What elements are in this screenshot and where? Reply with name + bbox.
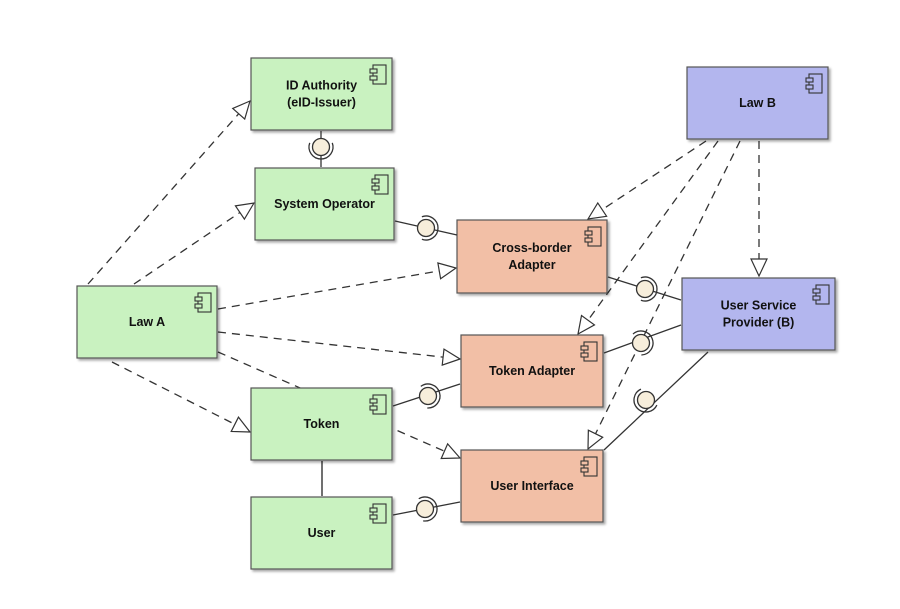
component-law-b[interactable]: Law B [686,66,829,140]
component-label: System Operator [274,197,375,211]
component-system-operator[interactable]: System Operator [254,167,395,241]
component-label: Token Adapter [489,364,575,378]
component-label: ID Authority [286,79,357,93]
component-law-a[interactable]: Law A [76,285,218,359]
dependency-law_a-to-cross_border_adapter [217,262,458,310]
dependency-law_a-to-user_interface [217,351,462,460]
interface-id_authority-to-system_operator [308,131,334,167]
component-icon [584,226,602,247]
component-label: Cross-border [492,241,571,255]
component-label: Adapter [508,258,555,272]
component-label: User Service [721,299,797,313]
component-icon [369,503,387,524]
component-token-adapter[interactable]: Token Adapter [460,334,604,408]
interface-system_operator-to-cross_border_adapter [394,215,458,241]
dependency-law_b-to-cross_border_adapter [586,140,707,220]
connectors-layer [87,99,768,496]
interface-user-to-user_interface [392,496,461,522]
component-icon [805,73,823,94]
component-label: Provider (B) [723,316,795,330]
interface-cross_border_adapter-to-user_service_provider [607,276,682,302]
dependency-law_b-to-user_interface [587,140,741,451]
component-label: Law B [739,96,776,110]
interfaces-layer [308,131,709,522]
dependency-law_a-to-id_authority [87,99,251,285]
dependency-law_a-to-token_adapter [217,331,462,366]
component-icon [369,64,387,85]
component-user[interactable]: User [250,496,393,570]
component-id-authority[interactable]: ID Authority (eID-Issuer) [250,57,393,131]
component-label: Token [304,417,340,431]
component-label: (eID-Issuer) [287,96,356,110]
dependency-law_b-to-user_service_provider [750,141,768,278]
interface-token-to-token_adapter [392,383,461,409]
component-icon [371,174,389,195]
dependency-law_a-to-token [111,361,252,433]
interface-user_service_provider-to-user_interface [603,351,709,451]
dependency-law_a-to-system_operator [133,202,256,285]
component-label: User [308,526,336,540]
components-layer: ID Authority(eID-Issuer)System OperatorL… [76,57,836,570]
component-icon [812,284,830,305]
component-label: Law A [129,315,165,329]
dependency-law_b-to-token_adapter [577,140,719,336]
component-label: User Interface [490,479,573,493]
interface-token_adapter-to-user_service_provider [603,324,682,356]
component-token[interactable]: Token [250,387,393,461]
component-icon [369,394,387,415]
component-user-interface[interactable]: User Interface [460,449,604,523]
component-icon [580,456,598,477]
component-icon [194,292,212,313]
component-icon [580,341,598,362]
